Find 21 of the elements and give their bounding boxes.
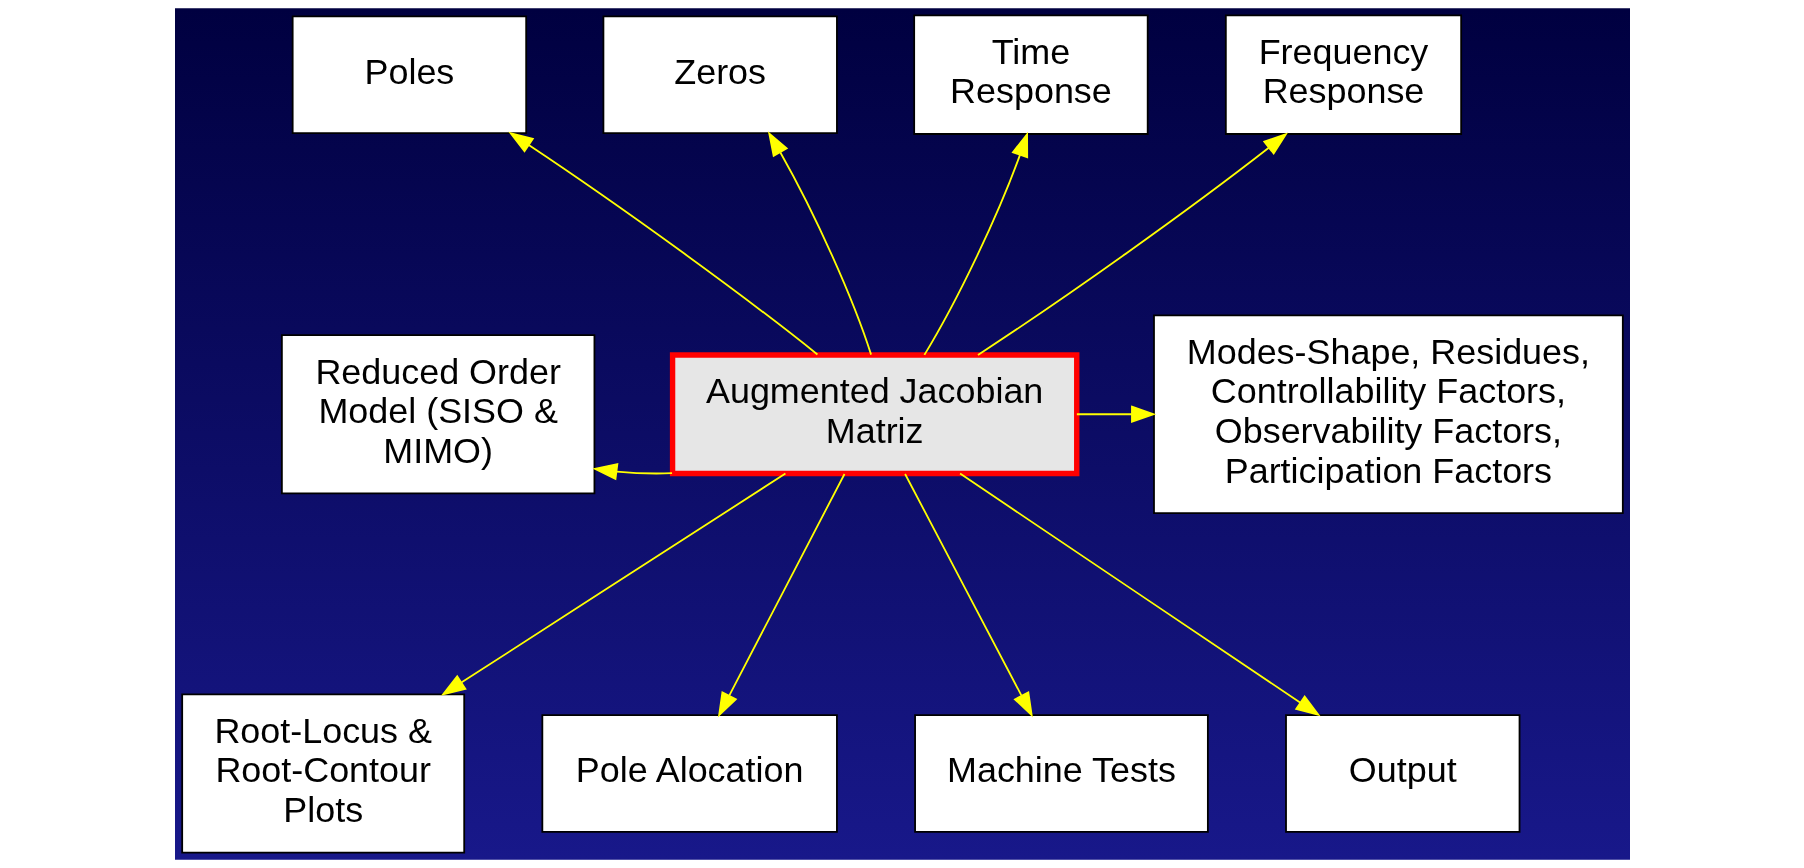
node-box: Modes-Shape, Residues, Controllability Factors, Observability Factors, Participation Factors [1152,314,1624,514]
arrow [507,131,818,356]
arrow [923,131,1028,356]
node-box: Output [1284,714,1520,833]
node-box: Reduced Order Model (SISO & MIMO) [280,334,595,495]
arrow [903,473,1033,718]
arrow [767,131,872,356]
arrow [440,472,786,696]
arrow [976,132,1288,356]
arrow [717,473,845,718]
node-box: Machine Tests [913,714,1209,833]
node-box: Root-Locus & Root-Contour Plots [180,693,465,854]
arrow [591,462,673,481]
node-box: Pole Alocation [540,714,838,833]
node-box: Zeros [602,15,838,134]
node-box: Time Response [912,14,1149,135]
node-box: Poles [291,15,527,134]
node-box: Frequency Response [1224,14,1462,135]
node-box: Augmented Jacobian Matriz [669,352,1079,477]
arrow [1075,405,1156,424]
arrow [958,472,1321,717]
